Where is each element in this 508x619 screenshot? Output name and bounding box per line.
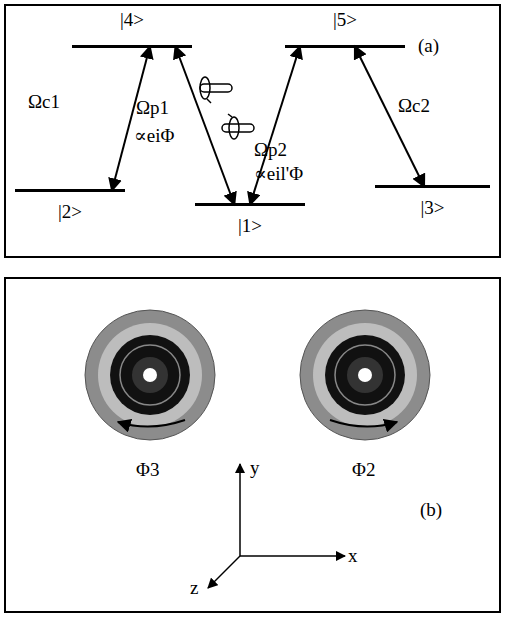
rabi-frequency-label: Ωp2	[254, 140, 287, 161]
level-label: |3>	[420, 198, 444, 219]
vortex-beam	[85, 310, 215, 440]
energy-level: |5>	[285, 10, 405, 48]
polarization-icon	[200, 77, 254, 139]
transition-arrow	[175, 46, 234, 205]
panel-frame	[5, 278, 500, 612]
rabi-frequency-label: Ωc1	[28, 92, 60, 113]
text-label: Φ2	[352, 460, 375, 481]
text-label: x	[348, 546, 358, 567]
text-label: ∝eil'Φ	[254, 164, 303, 185]
rabi-frequency-label: Ωp1	[136, 98, 169, 119]
rabi-frequency-label: Ωc2	[398, 96, 430, 117]
text-label: y	[250, 458, 260, 479]
panel-frame	[5, 5, 500, 257]
energy-level: |3>	[375, 185, 490, 219]
level-label: |1>	[238, 216, 262, 237]
energy-level: |4>	[72, 10, 192, 48]
transition-arrow	[112, 46, 150, 191]
transition-arrow	[355, 46, 425, 187]
level-label: |5>	[333, 10, 357, 31]
text-label: (a)	[418, 36, 439, 57]
text-label: (b)	[420, 500, 442, 521]
text-label: Φ3	[136, 460, 159, 481]
text-label: ∝eiΦ	[134, 126, 174, 147]
energy-level: |1>	[195, 203, 305, 237]
text-label: z	[190, 578, 198, 599]
coordinate-axes	[208, 464, 345, 588]
energy-level: |2>	[15, 189, 125, 223]
level-label: |2>	[58, 202, 82, 223]
level-label: |4>	[120, 10, 144, 31]
vortex-beam	[300, 310, 430, 440]
